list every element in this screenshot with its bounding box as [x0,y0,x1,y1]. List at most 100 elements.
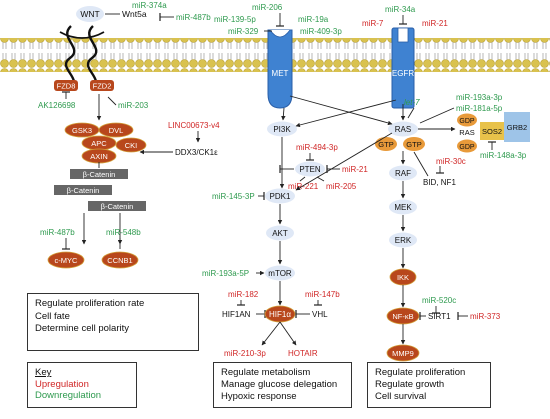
pdk1-node [265,188,295,204]
mir-193a-3p: miR-193a-3p [456,93,503,102]
egfr-label: EGFR [392,69,414,78]
ras-function-1: Regulate proliferation [375,367,466,378]
beta-catenin-2 [54,185,112,195]
mir-30c: miR-30c [436,157,466,166]
ccnb1-node [101,251,139,269]
raf-label: RAF [395,169,411,178]
hif1an-label: HIF1AN [222,310,251,319]
mir-21-mid: miR-21 [342,165,368,174]
nfkb-label: NF-κB [392,312,413,321]
mek-node [389,199,417,215]
mir-373: miR-373 [470,312,501,321]
apc-label: APC [91,139,107,148]
mir-182: miR-182 [228,290,259,299]
sos2-node [480,122,504,140]
wnt-function-3: Determine cell polarity [35,323,129,334]
gdp2-node [457,139,477,153]
beta-catenin-3 [88,201,146,211]
ras2-label: RAS [459,128,474,137]
erk-node [389,232,417,248]
pten-node [295,161,325,177]
ras-function-3: Cell survival [375,391,427,402]
met-label: MET [272,69,289,78]
pdk1-label: PDK1 [270,192,291,201]
mir-203: miR-203 [118,101,149,110]
mir-205: miR-205 [326,182,357,191]
dvl-label: DVL [109,126,124,135]
mir-139-5p: miR-139-5p [214,15,256,24]
mir-19a: miR-19a [298,15,329,24]
key-downregulation: Downregulation [35,390,102,401]
cmyc-node [47,251,85,269]
mir-374a: miR-374a [132,1,167,10]
egfr-receptor: EGFR [391,27,415,109]
mir-487b: miR-487b [40,228,75,237]
linc00673-label: LINC00673-v4 [168,121,220,130]
gtp1-label: GTP [378,140,393,149]
mir-21-top: miR-21 [422,19,448,28]
ddx3-label: DDX3/CK1ε [175,148,218,157]
fzd8-label: FZD8 [57,82,76,91]
mir-147b: miR-147b [305,290,340,299]
fzd8-node [54,80,78,91]
mir-7: miR-7 [362,19,384,28]
mtor-label: mTOR [268,269,292,278]
gtp2-node [403,137,425,151]
mir-34a: miR-34a [385,5,416,14]
akt-node [266,225,294,241]
sos2-label: SOS2 [482,127,502,136]
pi3k-label: PI3K [273,125,291,134]
grb2-node [504,112,530,142]
mir-329: miR-329 [228,27,259,36]
wnt-label: WNT [80,9,99,19]
axin-label: AXIN [90,152,108,161]
destruction-complex: GSK3 DVL APC CKI AXIN [64,122,147,164]
wnt5a-label: Wnt5a [122,9,147,19]
wnt-function-2: Cell fate [35,310,70,322]
gtp2-label: GTP [406,140,421,149]
mir-148a-3p: miR-148a-3p [480,151,527,160]
mir-494-3p: miR-494-3p [296,143,338,152]
ras-function-2: Regulate growth [375,379,445,390]
mmp9-label: MMP9 [392,349,414,358]
mir-181a-5p: miR-181a-5p [456,104,503,113]
key-box: Key Upregulation Downregulation [27,362,137,408]
pten-label: PTEN [299,165,321,174]
bid-nf1-label: BID, NF1 [423,178,456,187]
raf-node [389,165,417,181]
mir-145-3p: miR-145-3P [212,192,255,201]
gsk3-label: GSK3 [72,126,92,135]
erk-label: ERK [395,236,412,245]
beta-catenin-3-label: β-Catenin [101,202,134,211]
gdp1-label: GDP [459,118,475,125]
beta-catenin-1 [70,169,128,179]
vhl-label: VHL [312,310,328,319]
mir-210-3p: miR-210-3p [224,349,266,358]
met-receptor: MET [267,29,293,109]
mir-193a-5p: miR-193a-5P [202,269,249,278]
beta-catenin-1-label: β-Catenin [83,170,116,179]
gdp1-node [457,113,477,127]
ak126698-label: AK126698 [38,101,76,110]
mek-label: MEK [394,203,412,212]
wnt-function-box: Regulate proliferation rate Cell fate De… [27,293,199,351]
mir-221: miR-221 [288,182,319,191]
ras-node [388,121,418,137]
wnt-node [76,6,104,22]
mir-520c: miR-520c [422,296,456,305]
hotair-label: HOTAIR [288,349,318,358]
mir-409-3p: miR-409-3p [300,27,342,36]
pi3k-function-2: Manage glucose delegation [221,379,338,390]
fzd2-label: FZD2 [93,82,112,91]
pi3k-function-box: Regulate metabolism Manage glucose deleg… [213,362,352,408]
grb2-label: GRB2 [507,123,527,132]
pi3k-node [267,121,297,137]
cmyc-label: c-MYC [55,256,78,265]
akt-label: AKT [272,229,288,238]
key-upregulation: Upregulation [35,378,89,390]
mir-487b-top: miR-487b [176,13,211,22]
gtp1-node [375,137,397,151]
pi3k-function-1: Regulate metabolism [221,367,311,378]
